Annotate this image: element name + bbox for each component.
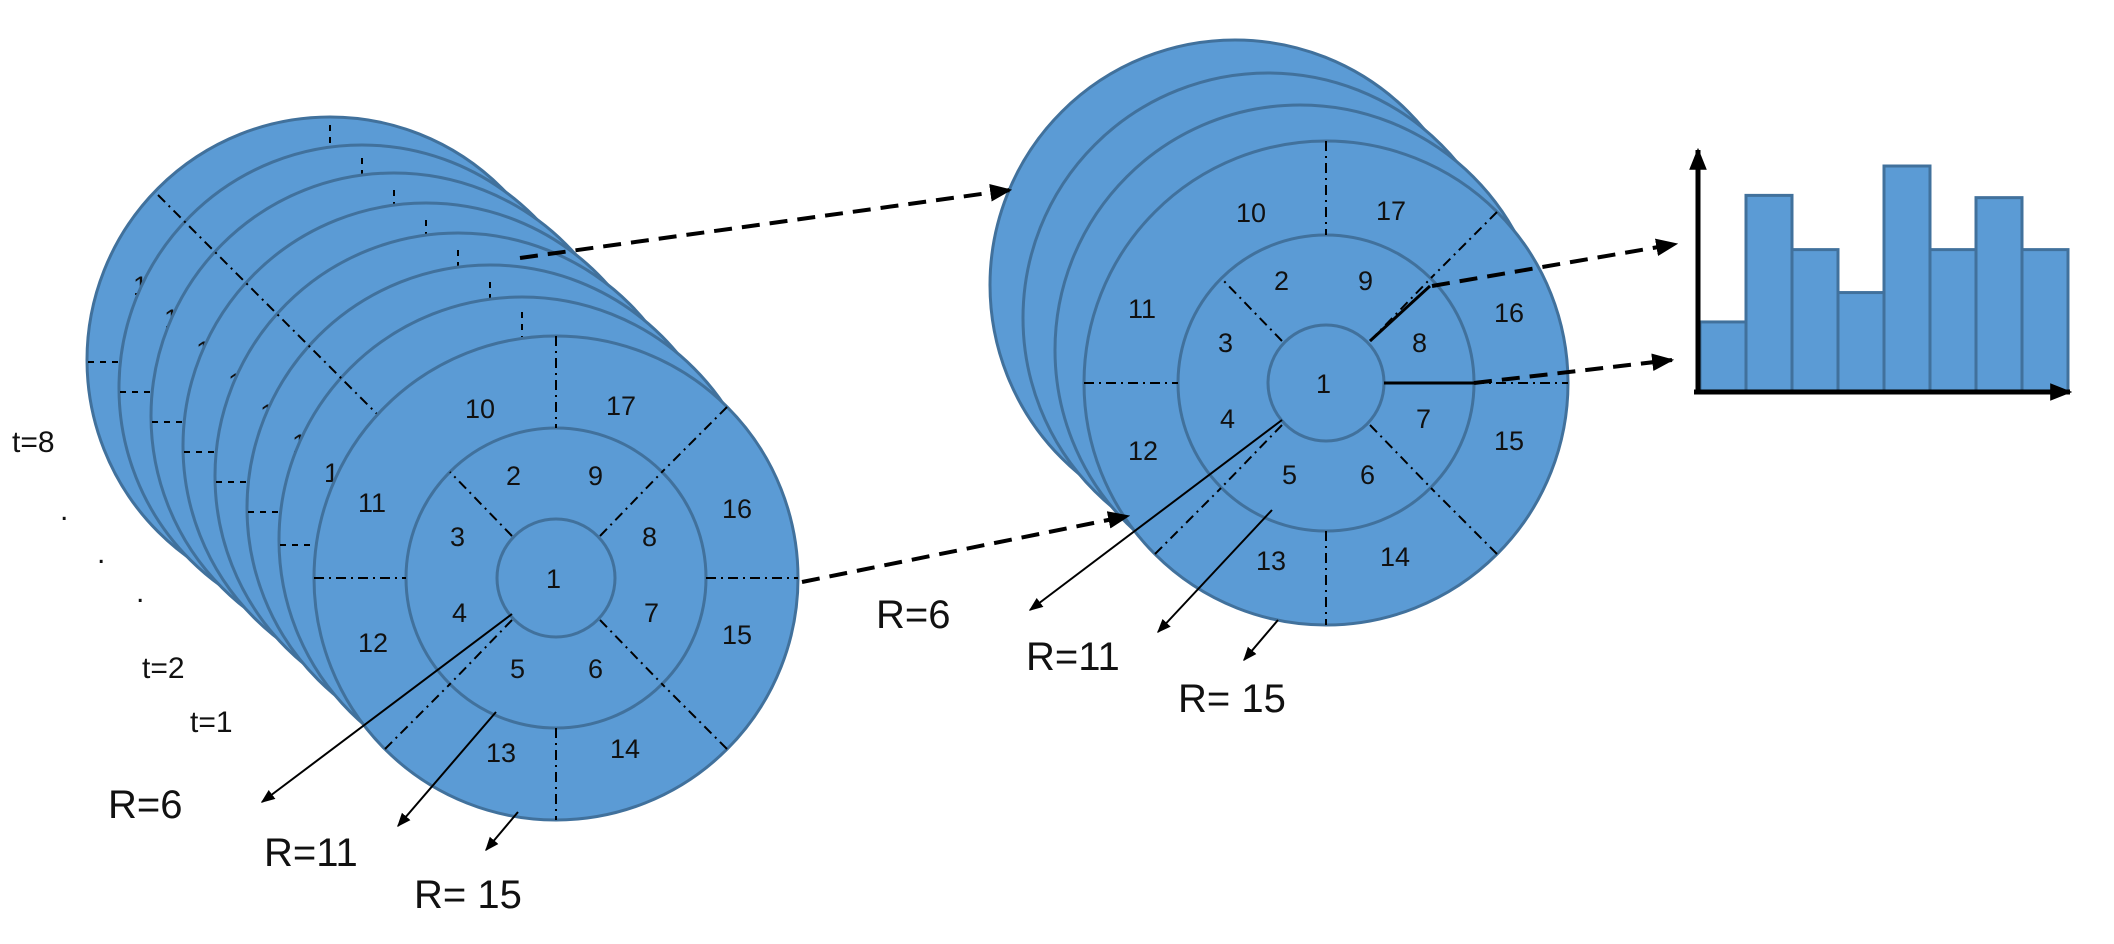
histogram-bar [1974,196,2024,394]
left-radius-label-r11: R=11 [264,831,358,875]
left-radius-arrows: R=6 R=11 R= 15 [108,613,522,917]
left-segment-label: 3 [450,522,465,552]
histogram-bar [1744,193,1794,394]
middle-segment-label: 12 [1128,436,1158,466]
connector-arrow-to-hist-bottom [1473,353,1675,385]
middle-radius-label-r11: R=11 [1026,635,1120,679]
time-ellipsis: . [136,576,144,609]
histogram-bar [1790,248,1840,394]
middle-segment-label: 9 [1358,266,1373,296]
middle-segment-label: 8 [1412,328,1427,358]
middle-segment-label: 3 [1218,328,1233,358]
time-ellipsis: . [60,494,68,527]
histogram-bar [1836,291,1886,394]
middle-segment-label: 15 [1494,426,1524,456]
left-segment-label: 4 [452,598,467,628]
histogram [1689,147,2073,401]
connector-arrows [519,184,1679,584]
middle-segment-label: 6 [1360,460,1375,490]
histogram-bar [1698,320,1748,394]
time-labels: t=8 . . . t=2 t=1 [12,426,233,739]
left-segment-label: 12 [358,628,388,658]
connector-arrow-top [519,184,1013,260]
left-radius-label-r15: R= 15 [414,873,522,917]
middle-segment-label: 13 [1256,546,1286,576]
middle-radius-label-r6: R=6 [876,593,951,637]
left-segment-label: 14 [610,734,640,764]
middle-segment-label: 2 [1274,266,1289,296]
middle-front-disc: 1 2 3 4 5 6 7 8 9 10 11 12 13 14 15 16 1… [1082,139,1570,627]
middle-segment-label: 14 [1380,542,1410,572]
left-segment-label: 8 [642,522,657,552]
time-label-t2: t=2 [142,652,185,685]
time-label-t1: t=1 [190,706,233,739]
middle-segment-label: 7 [1416,404,1431,434]
middle-segment-label: 10 [1236,198,1266,228]
middle-segment-label: 16 [1494,298,1524,328]
left-segment-label: 16 [722,494,752,524]
time-label-t8: t=8 [12,426,55,459]
middle-segment-label: 5 [1282,460,1297,490]
left-segment-label: 10 [465,394,495,424]
histogram-bar [2020,248,2070,394]
middle-radius-label-r15: R= 15 [1178,677,1286,721]
left-segment-label: 1 [546,564,561,594]
left-segment-label: 7 [644,598,659,628]
middle-segment-label: 11 [1128,294,1156,324]
left-segment-label: 17 [606,391,636,421]
histogram-bar [1928,248,1978,394]
left-segment-label: 2 [506,461,521,491]
histogram-bar [1882,164,1932,394]
connector-arrow-to-hist-top [1431,238,1679,288]
left-segment-label: 15 [722,620,752,650]
left-front-disc: 1 2 3 4 5 6 7 8 9 10 11 12 13 14 15 16 1… [312,334,800,822]
left-segment-label: 5 [510,654,525,684]
middle-segment-label: 17 [1376,196,1406,226]
middle-radius-arrows: R=6 R=11 R= 15 [876,419,1286,721]
left-segment-label: 13 [486,738,516,768]
middle-segment-label: 1 [1316,369,1331,399]
left-segment-label: 9 [588,461,603,491]
left-segment-label: 11 [358,488,386,518]
left-segment-label: 6 [588,654,603,684]
left-radius-label-r6: R=6 [108,783,183,827]
time-ellipsis: . [97,537,105,570]
middle-segment-label: 4 [1220,404,1235,434]
